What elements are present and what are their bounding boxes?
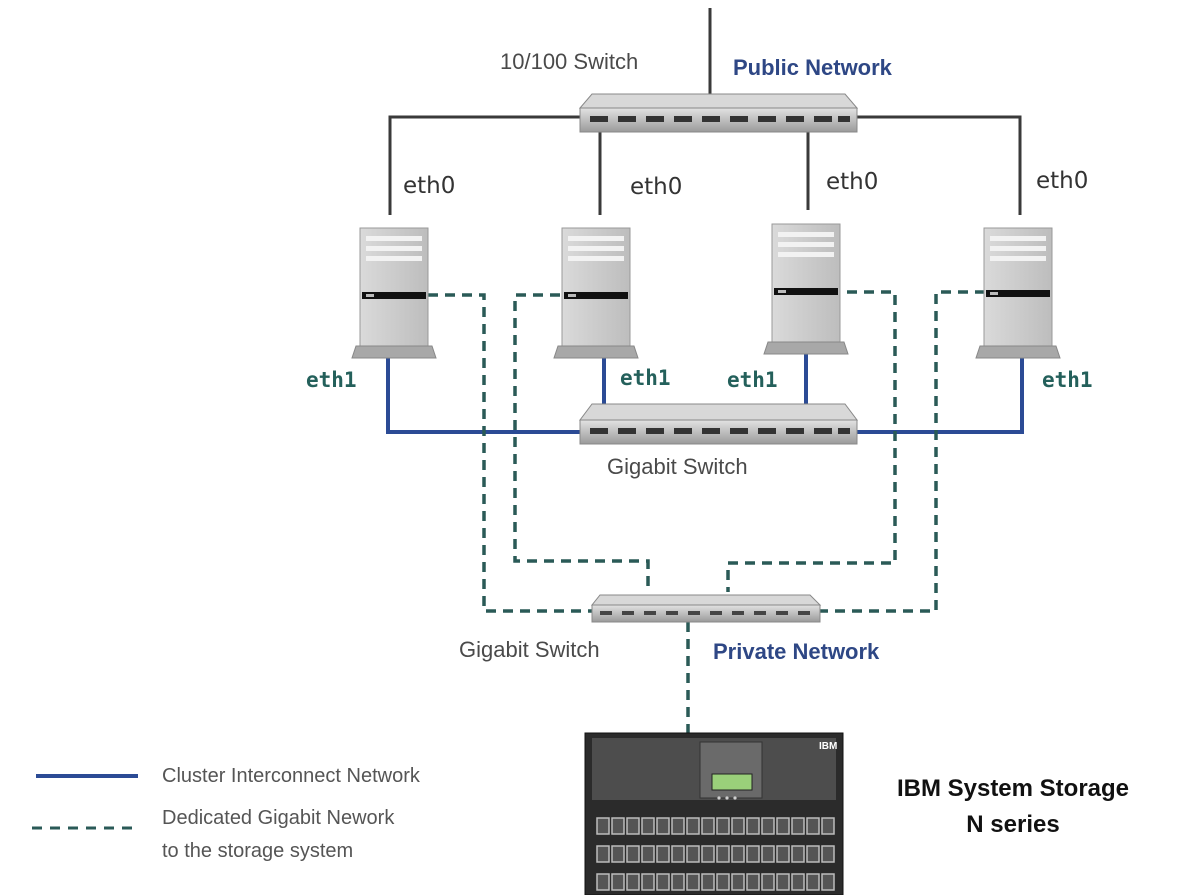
storage-system: IBM <box>584 732 844 895</box>
storage-gigabit-switch <box>590 594 822 623</box>
cluster-gigabit-switch <box>579 403 858 445</box>
public-switch <box>578 93 859 133</box>
cluster-interconnect-links <box>386 350 1024 434</box>
eth0-label-server-3: eth0 <box>826 169 879 195</box>
legend-dashed-label-line2: to the storage system <box>162 840 354 862</box>
storage-link-server-3 <box>726 290 897 592</box>
eth1-link-server-1 <box>386 358 580 434</box>
eth0-link-server-4 <box>855 115 1022 215</box>
storage-link-server-4 <box>818 290 985 613</box>
public-network-links <box>388 8 1022 215</box>
eth1-label-server-2: eth1 <box>620 366 671 390</box>
storage-brand-mark: IBM <box>819 741 837 752</box>
storage-link-server-1 <box>428 293 592 613</box>
server-1 <box>351 227 437 359</box>
eth1-label-server-4: eth1 <box>1042 368 1093 392</box>
storage-link-server-2 <box>513 293 650 592</box>
storage-title-line1: IBM System Storage <box>896 775 1130 802</box>
eth1-link-server-4 <box>855 355 1024 434</box>
server-2 <box>553 227 639 359</box>
eth0-link-server-1 <box>388 115 580 215</box>
eth1-label-server-3: eth1 <box>727 368 778 392</box>
legend-solid-label: Cluster Interconnect Network <box>162 765 420 787</box>
public-network-label: Public Network <box>733 55 892 80</box>
storage-switch-label: Gigabit Switch <box>459 637 600 662</box>
server-4 <box>975 227 1061 359</box>
public-switch-label: 10/100 Switch <box>500 49 639 74</box>
eth1-label-server-1: eth1 <box>306 368 357 392</box>
eth0-label-server-4: eth0 <box>1036 168 1089 194</box>
storage-title-line2: N series <box>966 811 1060 838</box>
legend-dashed-label-line1: Dedicated Gigabit Nework <box>162 807 395 829</box>
server-3 <box>763 223 849 355</box>
storage-network-links <box>428 290 985 735</box>
eth0-label-server-2: eth0 <box>630 174 683 200</box>
eth0-label-server-1: eth0 <box>403 173 456 199</box>
private-network-label: Private Network <box>713 639 880 664</box>
cluster-switch-label: Gigabit Switch <box>607 454 748 479</box>
